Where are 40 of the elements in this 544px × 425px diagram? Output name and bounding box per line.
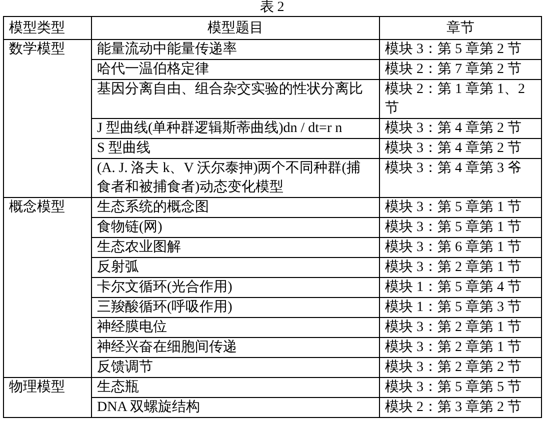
table-cell: 模块 3：第 5 章第 1 节 xyxy=(380,218,542,238)
table-cell: 模块 3：第 4 章第 2 节 xyxy=(380,118,542,138)
table-cell: 反馈调节 xyxy=(92,358,380,378)
table-cell: 生态瓶 xyxy=(92,378,380,398)
table-cell: 生态系统的概念图 xyxy=(92,198,380,218)
table-cell: 模块 1：第 5 章第 3 节 xyxy=(380,298,542,318)
table-cell: 三羧酸循环(呼吸作用) xyxy=(92,298,380,318)
table-cell: 卡尔文循环(光合作用) xyxy=(92,278,380,298)
table-cell: DNA 双螺旋结构 xyxy=(92,398,380,418)
table-cell: 模块 3：第 2 章第 1 节 xyxy=(380,258,542,278)
table-cell: 反射弧 xyxy=(92,258,380,278)
table-header: 模型题目 xyxy=(92,16,380,40)
table-cell: 基因分离自由、组合杂交实验的性状分离比 xyxy=(92,80,380,118)
table-cell: 模块 3：第 4 章第 3 爷 xyxy=(380,158,542,198)
table-cell: 模块 2：第 3 章第 2 节 xyxy=(380,398,542,418)
table-cell: S 型曲线 xyxy=(92,138,380,158)
table-cell: 神经膜电位 xyxy=(92,318,380,338)
table-cell: 模块 2：第 7 章第 2 节 xyxy=(380,60,542,80)
table-cell: 模块 3：第 2 章第 1 节 xyxy=(380,338,542,358)
table-cell: 能量流动中能量传递率 xyxy=(92,40,380,60)
table-cell: 哈代一温伯格定律 xyxy=(92,60,380,80)
table-cell: 模块 3：第 5 章第 2 节 xyxy=(380,40,542,60)
table-cell: 模块 3：第 2 章第 2 节 xyxy=(380,358,542,378)
table-cell: (A. J. 洛夫 k、V 沃尔泰抻)两个不同种群(捕食者和被捕食者)动态变化模型 xyxy=(92,158,380,198)
table-cell: 模块 3：第 5 章第 1 节 xyxy=(380,198,542,218)
table-cell: J 型曲线(单种群逻辑斯蒂曲线)dn / dt=r n xyxy=(92,118,380,138)
table-cell: 模块 3：第 5 章第 5 节 xyxy=(380,378,542,398)
table-header: 模型类型 xyxy=(4,16,92,40)
table-cell: 模块 3：第 6 章第 1 节 xyxy=(380,238,542,258)
table-cell: 神经兴奋在细胞间传递 xyxy=(92,338,380,358)
table-cell: 数学模型 xyxy=(4,40,92,198)
table-cell: 概念模型 xyxy=(4,198,92,378)
table-cell: 生态农业图解 xyxy=(92,238,380,258)
table-cell: 模块 3：第 2 章第 1 节 xyxy=(380,318,542,338)
table-cell: 食物链(网) xyxy=(92,218,380,238)
table-header: 章节 xyxy=(380,16,542,40)
table-cell: 模块 1：第 5 章第 4 节 xyxy=(380,278,542,298)
table-cell: 模块 2：第 1 章第 1、2 节 xyxy=(380,80,542,118)
table-cell: 模块 3：第 4 章第 2 节 xyxy=(380,138,542,158)
table-cell: 物理模型 xyxy=(4,378,92,418)
